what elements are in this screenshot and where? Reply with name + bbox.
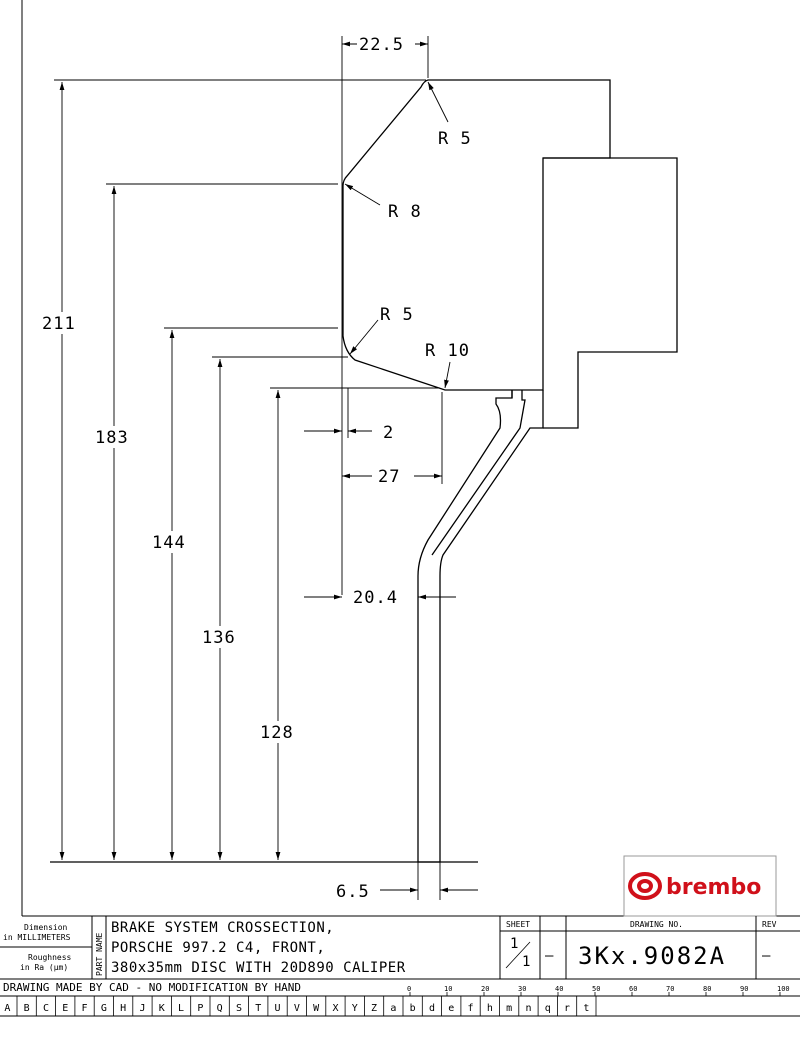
grid-letter: E	[62, 1003, 68, 1014]
brembo-logo-text: brembo	[666, 875, 761, 900]
grid-letter: h	[487, 1003, 493, 1014]
caliper-pad-profile	[342, 79, 611, 391]
grid-letter: J	[139, 1003, 145, 1014]
part-name-line-3: 380x35mm DISC WITH 20D890 CALIPER	[111, 960, 406, 976]
dim-20-4: 20.4	[353, 588, 398, 608]
grid-letter: Q	[217, 1003, 223, 1014]
dim-183: 183	[95, 428, 129, 448]
grid-letter: n	[525, 1003, 531, 1014]
radius-r5-lower: R 5	[380, 305, 414, 325]
dim-2: 2	[383, 423, 394, 443]
grid-letter: W	[313, 1003, 320, 1014]
part-name-line-2: PORSCHE 997.2 C4, FRONT,	[111, 940, 325, 956]
crossection-outline	[50, 79, 678, 863]
footer-note: DRAWING MADE BY CAD - NO MODIFICATION BY…	[3, 981, 301, 994]
dim-27: 27	[378, 467, 400, 487]
grid-letter: F	[82, 1003, 88, 1014]
grid-letter: L	[178, 1003, 184, 1014]
scale-tick-label: 20	[481, 985, 489, 993]
dim-136: 136	[202, 628, 236, 648]
drawing-no-label: DRAWING NO.	[630, 920, 683, 929]
grid-letter: t	[583, 1003, 589, 1014]
scale-tick-label: 0	[407, 985, 411, 993]
scale-tick-label: 50	[592, 985, 600, 993]
scale-tick-label: 90	[740, 985, 748, 993]
disc-inner-profile	[431, 390, 526, 556]
radius-r5-top: R 5	[438, 129, 472, 149]
grid-letter: T	[255, 1003, 261, 1014]
title-block	[0, 916, 800, 1017]
sheet-border	[21, 0, 800, 917]
grid-letter: A	[4, 1003, 10, 1014]
dim-211: 211	[42, 314, 76, 334]
grid-letter: e	[448, 1003, 454, 1014]
sheet-number: 1	[510, 936, 518, 952]
scale-tick-label: 30	[518, 985, 526, 993]
grid-letter: X	[332, 1003, 338, 1014]
grid-letter: r	[564, 1003, 570, 1014]
grid-letter: b	[410, 1003, 416, 1014]
radius-r8: R 8	[388, 202, 422, 222]
radius-r10: R 10	[425, 341, 470, 361]
dim-text-masks	[40, 34, 415, 743]
rev-label: REV	[762, 920, 777, 929]
scale-ruler: 0 10 20 30 40 50 60 70 80 90 100	[407, 985, 790, 996]
scale-tick-label: 70	[666, 985, 674, 993]
grid-letter: H	[120, 1003, 126, 1014]
scale-tick-label: 60	[629, 985, 637, 993]
grid-letter: B	[24, 1003, 30, 1014]
grid-letter: Z	[371, 1003, 377, 1014]
grid-letter: q	[545, 1003, 551, 1014]
dimension-labels: 22.5 211 183 144 136 128 2 27 20.4 6.5 R…	[42, 35, 472, 902]
grid-letter: f	[468, 1003, 474, 1014]
dimension-lines	[59, 41, 478, 893]
part-name-line-1: BRAKE SYSTEM CROSSECTION,	[111, 920, 334, 936]
dimension-label-2: in MILLIMETERS	[3, 933, 71, 942]
title-block-text: Dimension in MILLIMETERS Roughness in Ra…	[3, 920, 777, 994]
rev-value: —	[762, 948, 771, 964]
dim-6-5: 6.5	[336, 882, 370, 902]
roughness-label-2: in Ra (µm)	[20, 963, 68, 972]
scale-tick-label: 100	[777, 985, 790, 993]
grid-letter: d	[429, 1003, 435, 1014]
grid-letter: U	[275, 1003, 281, 1014]
dim-144: 144	[152, 533, 186, 553]
sheet-label: SHEET	[506, 920, 530, 929]
dim-22-5: 22.5	[359, 35, 404, 55]
grid-letter: S	[236, 1003, 242, 1014]
disc-outer-profile	[417, 390, 544, 863]
sheet-dash: —	[545, 948, 554, 964]
drawing-number: 3Kx.9082A	[578, 942, 726, 970]
scale-tick-label: 80	[703, 985, 711, 993]
grid-letter: P	[197, 1003, 203, 1014]
extension-lines	[54, 36, 443, 900]
sheet-total: 1	[522, 954, 530, 970]
dimension-label-1: Dimension	[24, 923, 68, 932]
grid-letter: Y	[352, 1003, 358, 1014]
logo-box: brembo	[623, 855, 777, 917]
grid-letter: G	[101, 1003, 107, 1014]
part-name-label: PART NAME	[95, 932, 104, 976]
grid-letter: V	[294, 1003, 300, 1014]
grid-letter: m	[506, 1003, 512, 1014]
brembo-logo-icon	[628, 872, 662, 900]
grid-letter: a	[390, 1003, 396, 1014]
scale-tick-label: 40	[555, 985, 563, 993]
scale-tick-label: 10	[444, 985, 452, 993]
grid-letter: C	[43, 1003, 49, 1014]
dim-128: 128	[260, 723, 294, 743]
roughness-label-1: Roughness	[28, 953, 72, 962]
caliper-body-profile	[543, 157, 678, 429]
grid-letter: K	[159, 1003, 165, 1014]
